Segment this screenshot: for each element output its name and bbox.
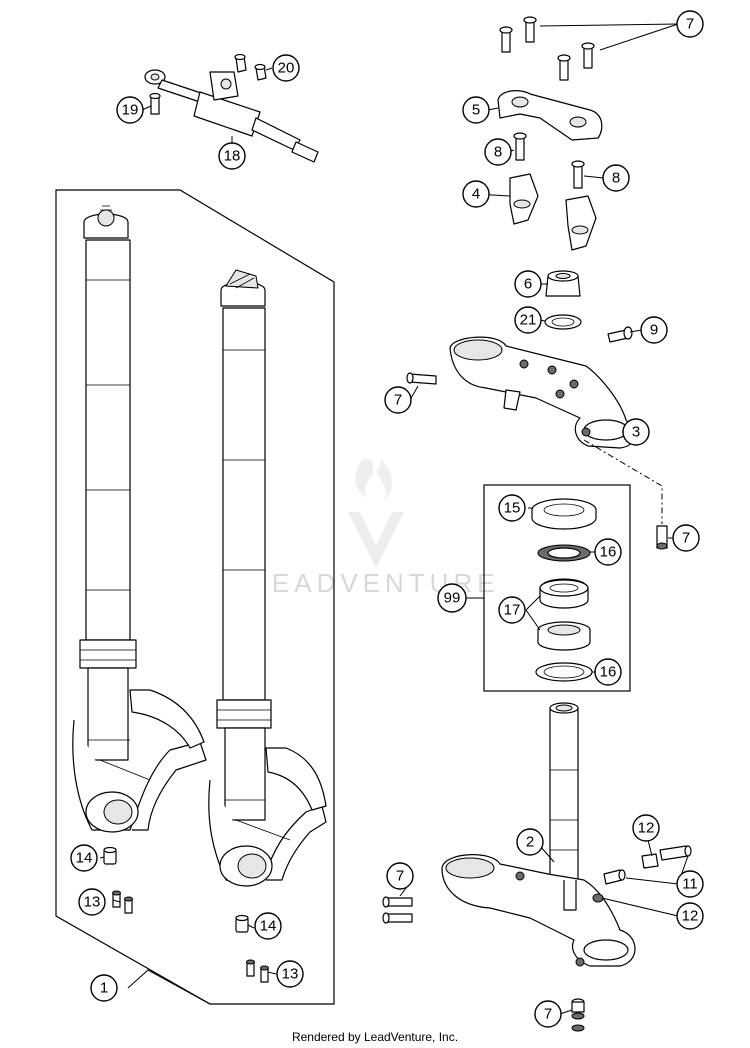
callout-7-bottom: 7 [534, 1000, 562, 1028]
right-bottom-screw-14 [235, 914, 249, 933]
svg-text:2: 2 [526, 834, 534, 851]
footer-credit: Rendered by LeadVenture, Inc. [291, 1030, 459, 1044]
callout-16-lower: 16 [594, 658, 622, 686]
right-bottom-screws-13 [246, 959, 269, 983]
svg-text:15: 15 [504, 500, 521, 517]
callout-7-top: 7 [676, 10, 704, 38]
callout-5: 5 [462, 96, 490, 124]
callout-9: 9 [640, 316, 668, 344]
fork-assembly-frame [55, 189, 335, 1005]
svg-text:16: 16 [600, 664, 617, 681]
callout-21: 21 [514, 306, 542, 334]
ring-16-upper [537, 544, 591, 562]
svg-text:21: 21 [520, 312, 537, 329]
svg-text:13: 13 [84, 894, 101, 911]
callout-20: 20 [272, 54, 300, 82]
bearing-17-upper [539, 578, 589, 609]
upper-triple-clamp-3 [449, 336, 635, 449]
callout-7-lower-left: 7 [386, 862, 414, 890]
damper-bolt-19 [149, 92, 161, 115]
callout-12-bottom: 12 [676, 902, 704, 930]
svg-text:16: 16 [600, 544, 617, 561]
handlebar-clamp-bottom-4 [509, 173, 597, 251]
svg-text:7: 7 [682, 530, 690, 547]
svg-text:7: 7 [686, 16, 694, 33]
callout-11: 11 [676, 870, 704, 898]
callout-12-top: 12 [632, 814, 660, 842]
watermark-logo [348, 458, 404, 568]
svg-text:11: 11 [682, 876, 698, 893]
svg-text:12: 12 [638, 820, 655, 837]
steering-damper-18 [144, 69, 319, 163]
callout-16-upper: 16 [594, 538, 622, 566]
bearing-17-lower [537, 621, 591, 651]
damper-bolts-20 [234, 53, 267, 81]
callout-17: 17 [498, 596, 526, 624]
svg-text:7: 7 [544, 1006, 552, 1023]
svg-text:4: 4 [472, 186, 480, 203]
svg-text:6: 6 [524, 276, 532, 293]
svg-text:20: 20 [278, 60, 295, 77]
right-fork-cap [225, 269, 259, 289]
svg-text:5: 5 [472, 102, 480, 119]
callout-1: 1 [90, 974, 118, 1002]
lower-clamp-bolts-7-left [382, 896, 413, 924]
callout-99: 99 [437, 583, 467, 613]
callout-7-right: 7 [672, 524, 700, 552]
callout-13-right: 13 [276, 960, 304, 988]
svg-text:18: 18 [224, 148, 241, 165]
svg-text:99: 99 [444, 590, 461, 607]
steering-nut-6 [545, 270, 581, 297]
svg-text:3: 3 [632, 424, 640, 441]
bolt-9 [607, 326, 633, 343]
callout-13-left: 13 [78, 888, 106, 916]
clamp-bolts-7-top [499, 16, 595, 81]
clamp-bolts-8 [513, 132, 585, 189]
clamp-bolt-7-right [656, 525, 668, 550]
right-fork-leg [208, 281, 327, 887]
lower-triple-clamp-2 [441, 702, 636, 967]
svg-text:14: 14 [260, 918, 277, 935]
left-fork-cap [97, 205, 115, 227]
svg-text:13: 13 [282, 966, 299, 983]
pinch-bolts-11-12 [592, 845, 692, 903]
stem-bolt-7-bottom [571, 998, 585, 1032]
callout-14-right: 14 [254, 912, 282, 940]
leader-lines [99, 23, 689, 1015]
callout-4: 4 [462, 180, 490, 208]
callout-8-left: 8 [484, 138, 512, 166]
left-bottom-screws-13 [112, 890, 133, 914]
callout-7-upper-clamp: 7 [384, 386, 412, 414]
callout-3: 3 [622, 418, 650, 446]
svg-text:8: 8 [494, 144, 502, 161]
callout-8-right: 8 [602, 164, 630, 192]
callout-14-left: 14 [70, 844, 98, 872]
left-fork-leg [72, 213, 207, 833]
callout-18: 18 [218, 142, 246, 170]
handlebar-clamp-top-5 [497, 90, 603, 141]
seal-15 [531, 498, 597, 530]
svg-text:9: 9 [650, 322, 658, 339]
svg-text:8: 8 [612, 170, 620, 187]
svg-text:14: 14 [76, 850, 93, 867]
svg-text:19: 19 [122, 102, 139, 119]
alignment-line [583, 439, 663, 524]
callout-15: 15 [498, 494, 526, 522]
callout-2: 2 [516, 828, 544, 856]
clamp-bolt-7-left [406, 372, 437, 385]
left-bottom-screw-14 [103, 846, 117, 865]
callout-19: 19 [116, 96, 144, 124]
bearing-kit-frame [483, 484, 631, 692]
svg-text:7: 7 [396, 868, 404, 885]
callout-6: 6 [514, 270, 542, 298]
ring-16-lower [535, 662, 593, 682]
washer-21 [544, 314, 582, 330]
svg-text:1: 1 [100, 980, 108, 997]
svg-text:12: 12 [682, 908, 699, 925]
svg-text:17: 17 [504, 602, 521, 619]
svg-text:7: 7 [394, 392, 402, 409]
